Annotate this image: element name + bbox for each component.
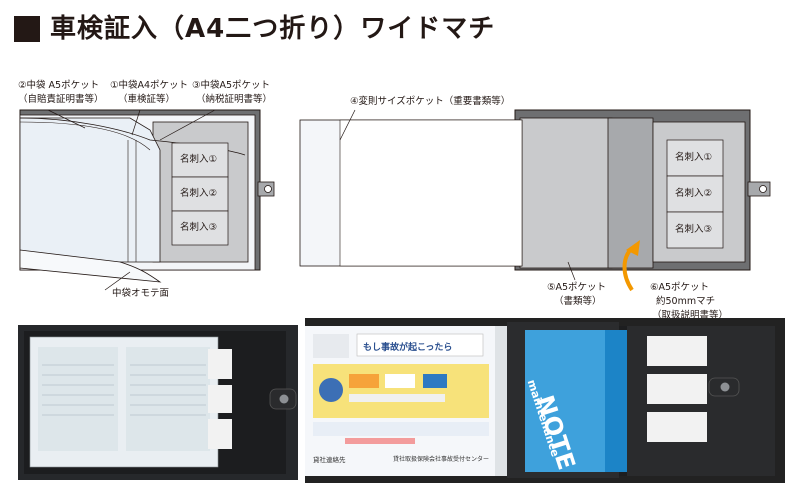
label-pocket2-b: （自賠責証明書等） — [18, 94, 104, 105]
photo-right-divider-sheet — [495, 326, 507, 476]
label-pocket6-b: 約50mmマチ — [656, 296, 716, 307]
photo-left-card-1 — [208, 349, 232, 379]
photo-right-svg — [305, 322, 775, 478]
photo-left-snap-icon — [279, 394, 289, 404]
leader-pocket5 — [567, 261, 576, 281]
card-slot-label-left-3: 名刺入③ — [180, 222, 218, 233]
card-slot-label-left-1: 名刺入① — [180, 154, 218, 165]
leader-pocket2 — [47, 109, 86, 129]
photo-right-contact-2: 貸社取扱保険会社事故受付センター — [393, 456, 490, 463]
label-pocket4: ④変則サイズポケット（重要書類等） — [350, 96, 511, 107]
label-pocket5-b: （書類等） — [554, 296, 602, 307]
card-slot-label-right-3: 名刺入③ — [675, 224, 713, 235]
card-slot-right-3 — [666, 211, 724, 249]
label-pocket6-c: （取扱説明書等） — [652, 310, 729, 321]
photo-right-card-2 — [647, 374, 707, 404]
label-pocket1-b: （車検証等） — [118, 94, 176, 105]
pocket5-panel — [519, 117, 613, 269]
card-slot-left-2 — [171, 176, 229, 212]
label-pocket6-a: ⑥A5ポケット — [650, 282, 710, 293]
photo-left-card-2 — [208, 385, 232, 413]
card-slot-right-2 — [666, 175, 724, 213]
card-slot-label-right-1: 名刺入① — [675, 152, 713, 163]
photo-right-card-3 — [647, 412, 707, 442]
label-pocket1-a: ①中袋A4ポケット — [110, 80, 189, 91]
photo-right-case: もし事故が起こったら 貸社連絡先 貸社取扱保険会社事故受付センター mainte… — [305, 318, 785, 483]
label-front-face: 中袋オモテ面 — [112, 288, 170, 299]
pocket6-panel — [607, 117, 654, 269]
photo-left-svg — [24, 331, 297, 474]
photo-right-accident-title: もし事故が起こったら — [363, 343, 453, 353]
card-slot-left-3 — [171, 210, 229, 246]
label-pocket3-a: ③中袋A5ポケット — [192, 80, 271, 91]
card-slot-label-left-2: 名刺入② — [180, 188, 218, 199]
title-square-mark — [14, 16, 40, 42]
photo-left-case — [18, 325, 298, 480]
photo-right-card-1 — [647, 336, 707, 366]
label-pocket3-b: （納税証明書等） — [196, 94, 273, 105]
pocket6-arrow-head — [626, 240, 640, 256]
label-pocket5-a: ⑤A5ポケット — [547, 282, 607, 293]
pocket4-inner — [339, 119, 523, 267]
label-pocket2-a: ②中袋 A5ポケット — [18, 80, 100, 91]
leader-pocket4 — [339, 109, 356, 141]
left-snap-button — [264, 185, 272, 193]
leader-pocket1 — [131, 109, 141, 136]
photo-right-contact-1: 貸社連絡先 — [313, 456, 346, 464]
a5-pocket-curl-2 — [19, 121, 151, 151]
front-face-flap — [19, 249, 162, 283]
right-snap-button — [759, 185, 767, 193]
leader-pocket3 — [159, 109, 216, 141]
photo-left-card-3 — [208, 419, 232, 449]
leader-front-face — [104, 271, 131, 291]
card-slot-right-1 — [666, 139, 724, 177]
card-slot-label-right-2: 名刺入② — [675, 188, 713, 199]
page-title: 車検証入（A4二つ折り）ワイドマチ — [50, 14, 496, 44]
photo-right-snap-icon — [720, 382, 730, 392]
